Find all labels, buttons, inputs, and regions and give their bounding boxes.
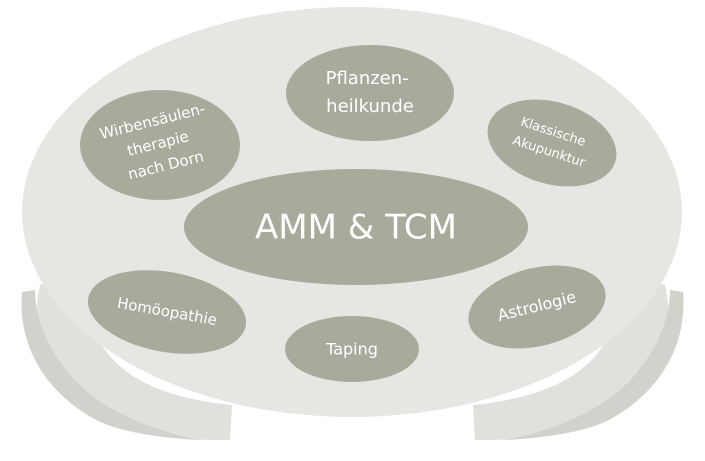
node-wirbelsaeulentherapie: Wirbensäulen- therapie nach Dorn <box>80 90 240 200</box>
node-shape <box>487 99 617 187</box>
node-shape <box>468 265 606 349</box>
hands-icon <box>21 282 684 440</box>
node-homoeopathie: Homöopathie <box>87 270 247 354</box>
node-shape <box>87 270 247 354</box>
left-hand-thumb-icon <box>21 290 201 440</box>
node-shape <box>80 90 240 200</box>
node-pflanzenheilkunde: Pflanzen- heilkunde <box>286 45 454 141</box>
node-label-line: Pflanzen- <box>326 68 409 89</box>
node-taping: Taping <box>285 316 419 382</box>
node-label-line: heilkunde <box>326 96 414 117</box>
right-hand-thumb-icon <box>505 290 684 440</box>
node-label: Pflanzen- heilkunde <box>326 68 415 117</box>
center-node-label: AMM & TCM <box>255 208 457 248</box>
node-label: Taping <box>325 340 378 359</box>
center-node-shape <box>184 169 528 285</box>
node-akupunktur: Klassische Akupunktur <box>487 99 617 187</box>
center-node: AMM & TCM <box>184 169 528 285</box>
node-astrologie: Astrologie <box>468 265 606 349</box>
node-shape <box>286 45 454 141</box>
node-shape <box>285 316 419 382</box>
